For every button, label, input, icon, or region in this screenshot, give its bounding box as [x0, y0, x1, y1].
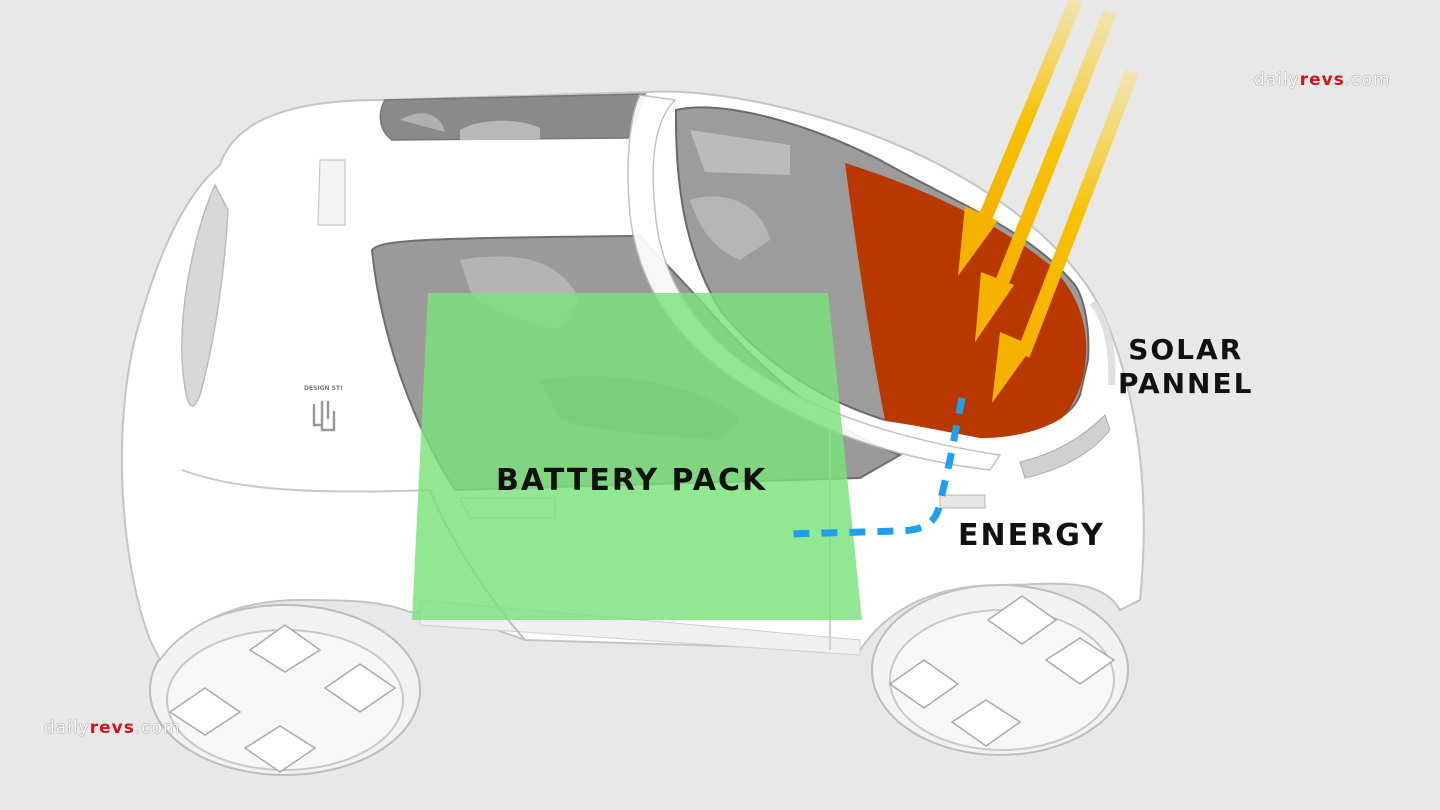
- battery-pack: [412, 293, 862, 620]
- watermark-prefix: daily: [44, 718, 90, 738]
- watermark-suffix: .com: [134, 718, 181, 738]
- watermark-prefix: daily: [1254, 70, 1300, 90]
- watermark-top: dailyrevs.com: [1254, 70, 1391, 90]
- battery-pack-label: BATTERY PACK: [496, 463, 768, 498]
- solar-panel: [845, 163, 1087, 438]
- watermark-suffix: .com: [1344, 70, 1391, 90]
- rear-wheel: [149, 604, 421, 776]
- energy-flow: [787, 397, 966, 538]
- solar-panel-label: SOLAR PANNEL: [1118, 333, 1253, 401]
- design-badge: DESIGN ST!: [304, 385, 343, 432]
- solar-label-line1: SOLAR: [1128, 333, 1244, 366]
- svg-text:DESIGN ST!: DESIGN ST!: [304, 385, 343, 392]
- front-wheel: [871, 584, 1129, 756]
- solar-label-line2: PANNEL: [1118, 367, 1254, 400]
- sun-rays: [958, 0, 1139, 403]
- energy-label: ENERGY: [958, 518, 1105, 553]
- watermark-brand: revs: [89, 718, 135, 738]
- watermark-brand: revs: [1299, 70, 1345, 90]
- watermark-bottom: dailyrevs.com: [44, 718, 181, 738]
